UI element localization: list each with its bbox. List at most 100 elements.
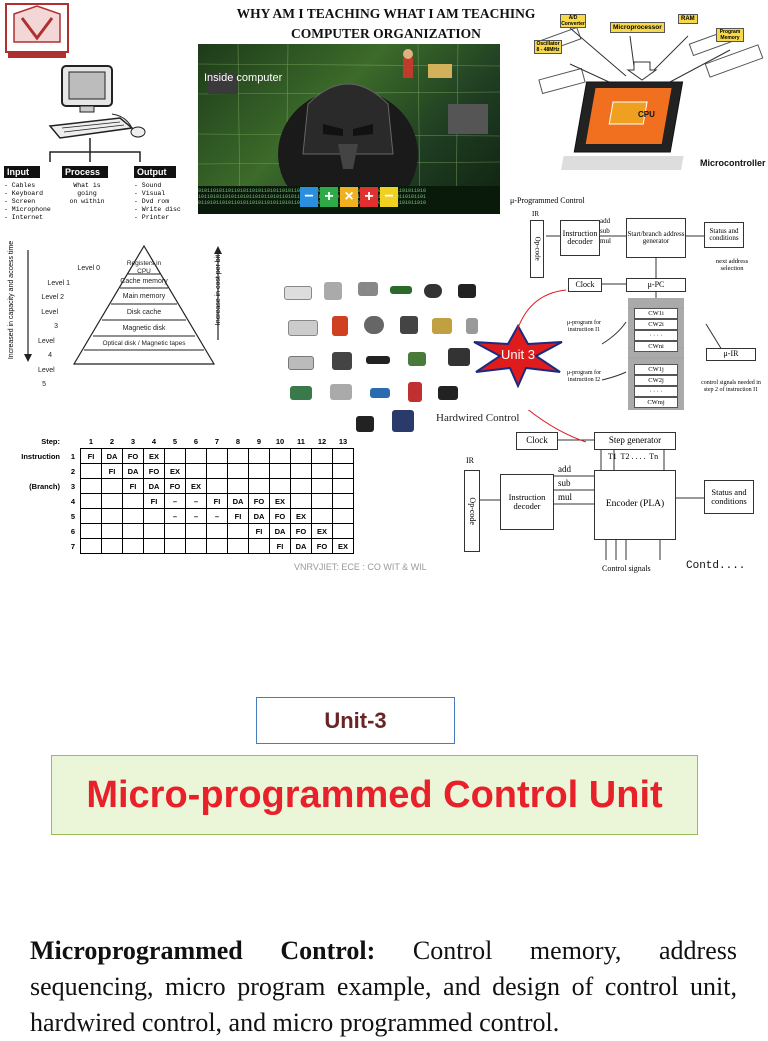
pyramid-level-name: Magnetic disk bbox=[122, 325, 166, 332]
pipeline-cell: DA bbox=[143, 478, 165, 494]
pipeline-cell bbox=[101, 508, 123, 524]
pipeline-row-number: 4 bbox=[70, 496, 76, 506]
dvd-drive-icon bbox=[288, 356, 314, 370]
pipeline-cell bbox=[101, 493, 123, 509]
label-cpu: CPU bbox=[638, 110, 655, 119]
ipo-output-column: Output - Sound - Visual - Dvd rom - Writ… bbox=[134, 166, 184, 222]
mp-cw: CWni bbox=[634, 341, 678, 352]
pipeline-cell: FI bbox=[248, 523, 270, 539]
pipeline-cell: FI bbox=[206, 493, 228, 509]
ipo-input-item: - Internet bbox=[4, 214, 44, 221]
mp-next-addr: next address selection bbox=[715, 258, 749, 272]
pipeline-cell: FO bbox=[269, 508, 291, 524]
pipeline-cell bbox=[143, 538, 165, 554]
pipeline-cell bbox=[248, 448, 270, 464]
pipeline-cell bbox=[122, 493, 144, 509]
mp-op-add: add bbox=[600, 217, 611, 225]
ipo-output-item: - Write disc bbox=[134, 206, 181, 213]
pipeline-cell: EX bbox=[290, 508, 312, 524]
hw-title: Hardwired Control bbox=[436, 412, 520, 424]
hw-opcode-label: Op-code bbox=[468, 497, 478, 525]
pipeline-cell: FI bbox=[122, 478, 144, 494]
mp-ir: IR bbox=[532, 210, 539, 218]
pipeline-cell: FO bbox=[290, 523, 312, 539]
mp-ops: add sub mul bbox=[600, 216, 611, 246]
header-title-line1: WHY AM I TEACHING WHAT I AM TEACHING bbox=[236, 6, 536, 21]
mp-cw-group2: CW1j CW2j · · · · CWmj bbox=[634, 364, 678, 408]
pipeline-step: 11 bbox=[290, 434, 312, 449]
pipeline-cell bbox=[248, 478, 270, 494]
pyramid-level-label: Level 0 bbox=[77, 265, 100, 272]
speaker-icon bbox=[408, 382, 422, 402]
pipeline-cell bbox=[206, 523, 228, 539]
footer-right: Contd.... bbox=[686, 560, 746, 572]
pipeline-row-label bbox=[4, 524, 66, 539]
pyramid-level-label: Level 4 bbox=[38, 337, 55, 360]
ipo-table: Input - Cables - Keyboard - Screen - Mic… bbox=[4, 166, 184, 230]
printer-icon bbox=[332, 352, 352, 370]
usb-icon bbox=[370, 388, 390, 398]
motherboard-icon bbox=[432, 318, 452, 334]
laptop-2-icon bbox=[330, 384, 352, 400]
pipeline-cell bbox=[206, 538, 228, 554]
pipeline-cell: EX bbox=[143, 448, 165, 464]
mp-cw: CWmj bbox=[634, 397, 678, 408]
pyramid-left-axis: Increased in capacity and access time bbox=[8, 240, 15, 360]
power-supply-icon bbox=[438, 386, 458, 400]
pipeline-cell bbox=[332, 448, 354, 464]
header-title: WHY AM I TEACHING WHAT I AM TEACHING COM… bbox=[196, 4, 576, 44]
pipeline-cell bbox=[269, 463, 291, 479]
mouse-icon bbox=[424, 284, 442, 298]
pipeline-cell: DA bbox=[248, 508, 270, 524]
pipeline-cell bbox=[332, 508, 354, 524]
unit-label-box: Unit-3 bbox=[256, 697, 455, 744]
pipeline-cell: – bbox=[185, 493, 207, 509]
pipeline-cell: – bbox=[185, 508, 207, 524]
hw-op-sub: sub bbox=[558, 478, 571, 488]
body-bold-lead: Microprogrammed Control: bbox=[30, 936, 376, 965]
pipeline-cell bbox=[101, 538, 123, 554]
label-oscillator: Oscillator 8 - 48MHz bbox=[534, 40, 562, 54]
pipeline-cell bbox=[185, 463, 207, 479]
ipo-input-item: - Cables bbox=[4, 182, 36, 189]
card-icon bbox=[290, 386, 312, 400]
pyramid-level-name: Registers in CPU bbox=[126, 260, 162, 275]
pipeline-cell: EX bbox=[332, 538, 354, 554]
unit-star-badge: Unit 3 bbox=[472, 323, 564, 389]
pipeline-cell: FI bbox=[80, 448, 102, 464]
pipeline-cell bbox=[290, 463, 312, 479]
pipeline-cell: FO bbox=[311, 538, 333, 554]
ipo-input-item: - Keyboard bbox=[4, 190, 44, 197]
pipeline-cell: – bbox=[206, 508, 228, 524]
hw-instr-decoder: Instruction decoder bbox=[500, 474, 554, 530]
mp-title: μ-Programmed Control bbox=[510, 196, 585, 205]
pipeline-cell bbox=[101, 523, 123, 539]
times-symbol: × bbox=[340, 187, 358, 207]
pen-icon bbox=[466, 318, 478, 334]
pipeline-cell bbox=[290, 448, 312, 464]
pipeline-step: 4 bbox=[143, 434, 165, 449]
ipo-process-column: Process What is going on within bbox=[62, 166, 116, 206]
memory-hierarchy-pyramid: Increased in capacity and access time In… bbox=[4, 240, 230, 388]
ipo-input-item: - Screen bbox=[4, 198, 36, 205]
pipeline-cell: – bbox=[164, 508, 186, 524]
ipo-output-title: Output bbox=[134, 166, 176, 178]
microprogrammed-control-diagram: μ-Programmed Control IR Op-code Instruct… bbox=[508, 194, 768, 416]
ipo-output-item: - Printer bbox=[134, 214, 170, 221]
mp-upc: μ-PC bbox=[626, 278, 686, 292]
pipeline-cell: FI bbox=[143, 493, 165, 509]
pipeline-cell bbox=[164, 523, 186, 539]
mp-status: Status and conditions bbox=[704, 222, 744, 248]
pyramid-level-name: Optical disk / Magnetic tapes bbox=[102, 340, 186, 347]
pipeline-row-number: 6 bbox=[70, 526, 76, 536]
microcontroller-diagram: A/D Converter Microprocessor RAM Oscilla… bbox=[530, 6, 768, 186]
pipeline-step: 2 bbox=[101, 434, 123, 449]
joystick-icon bbox=[458, 284, 476, 298]
pipeline-cell: EX bbox=[185, 478, 207, 494]
pipeline-table: Step: 1 2 3 4 5 6 7 8 9 10 11 12 13 Inst… bbox=[4, 434, 354, 554]
pipeline-cell bbox=[227, 523, 249, 539]
hw-status: Status and conditions bbox=[704, 480, 754, 514]
pipeline-cell bbox=[80, 538, 102, 554]
pipeline-row-number: 2 bbox=[70, 466, 76, 476]
